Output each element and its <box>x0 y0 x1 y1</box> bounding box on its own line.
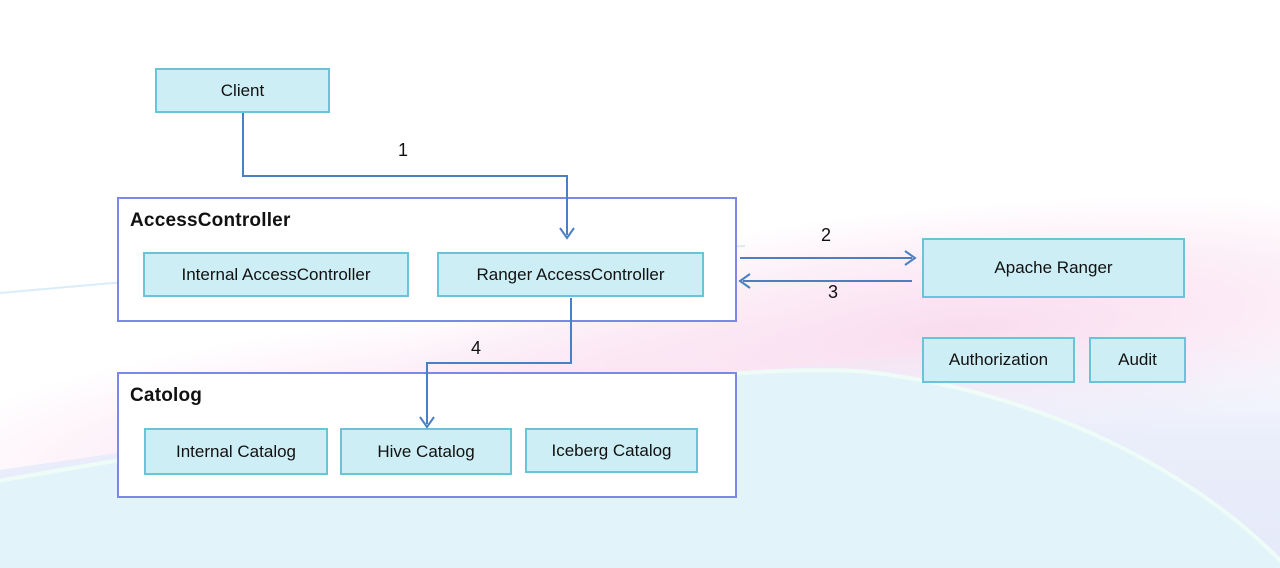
client-node-label: Client <box>220 80 265 100</box>
apache-ranger-node: Apache Ranger <box>922 238 1185 298</box>
arrow-4-label: 4 <box>470 338 481 358</box>
arrow-3-label: 3 <box>827 282 838 302</box>
client-node: Client <box>155 68 330 113</box>
arrow-3-head <box>738 273 751 289</box>
internal-access-controller-label: Internal AccessController <box>181 264 371 284</box>
iceberg-catalog-node: Iceberg Catalog <box>525 428 698 473</box>
access-controller-title: AccessController <box>130 210 291 231</box>
apache-ranger-label: Apache Ranger <box>994 258 1113 277</box>
ranger-access-controller-label: Ranger AccessController <box>476 264 665 284</box>
internal-access-controller-node: Internal AccessController <box>143 252 409 297</box>
internal-catalog-label: Internal Catalog <box>175 441 297 461</box>
arrow-2-head <box>904 250 917 266</box>
ranger-access-controller-node: Ranger AccessController <box>437 252 704 297</box>
audit-node: Audit <box>1089 337 1186 383</box>
hive-catalog-node: Hive Catalog <box>340 428 512 475</box>
arrow-2-label: 2 <box>820 225 831 245</box>
arrow-1-label: 1 <box>397 140 408 160</box>
authorization-label: Authorization <box>948 350 1049 369</box>
audit-label: Audit <box>1118 350 1157 369</box>
iceberg-catalog-label: Iceberg Catalog <box>551 440 672 460</box>
catalog-title: Catolog <box>130 385 203 406</box>
hive-catalog-label: Hive Catalog <box>377 441 475 461</box>
authorization-node: Authorization <box>922 337 1075 383</box>
internal-catalog-node: Internal Catalog <box>144 428 328 475</box>
